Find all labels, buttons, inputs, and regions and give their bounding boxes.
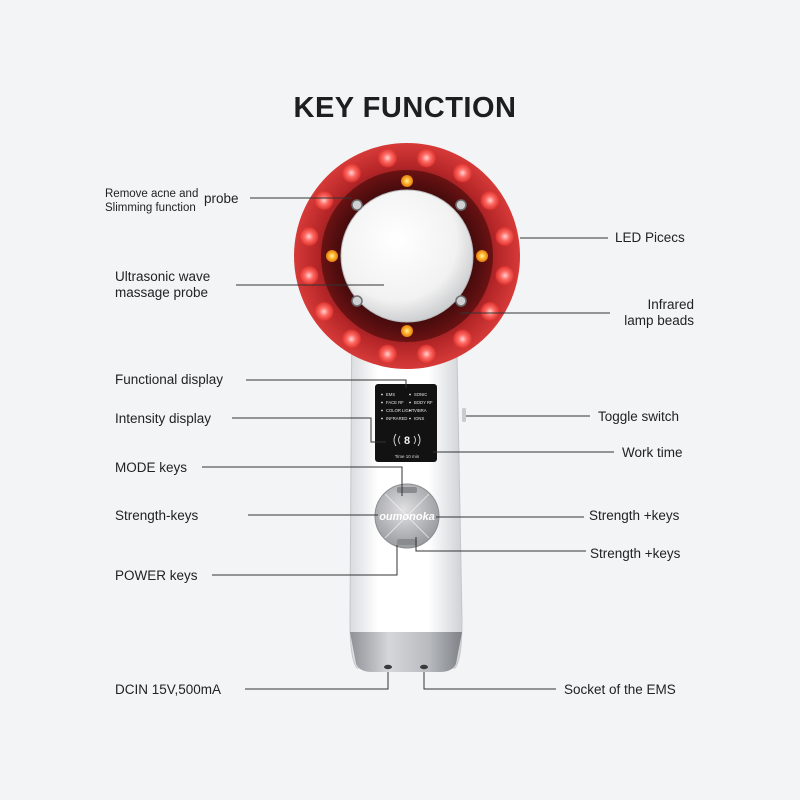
label-functional-display: Functional display <box>115 372 224 387</box>
led-bead <box>378 344 397 364</box>
dc-port <box>384 664 392 670</box>
led-bead <box>453 329 473 349</box>
bottom-cap <box>350 632 462 672</box>
led-bead <box>314 302 334 322</box>
display-panel <box>375 384 437 462</box>
label-dcin: DCIN 15V,500mA <box>115 682 222 697</box>
ultrasonic-probe <box>340 189 474 323</box>
led-bead <box>314 190 334 210</box>
led-bead <box>495 227 515 246</box>
mode-key[interactable] <box>397 487 417 493</box>
led-bead <box>417 344 436 364</box>
label-remove-acne-line1: Remove acne and <box>105 188 199 200</box>
display-item-ems: EMS <box>386 392 395 397</box>
probe-screws <box>351 199 467 307</box>
brand-logo: oumonoka <box>379 511 435 523</box>
label-infrared-line1: Infrared <box>647 297 694 312</box>
label-led-pieces: LED Picecs <box>615 230 685 245</box>
label-infrared-line2: lamp beads <box>624 313 694 328</box>
power-key[interactable] <box>397 539 417 545</box>
led-bead <box>453 163 473 183</box>
label-probe: probe <box>204 191 239 206</box>
label-power-keys: POWER keys <box>115 568 198 583</box>
infrared-bead <box>401 175 413 187</box>
display-item-color-light: COLOR LIGHT <box>386 408 415 413</box>
display-item-sonic: SONIC <box>414 392 427 397</box>
led-bead <box>299 227 319 246</box>
display-item-ions: IONS <box>414 416 424 421</box>
infrared-bead <box>401 325 413 337</box>
label-ultrasonic: Ultrasonic wave massage probe <box>115 269 210 301</box>
label-socket-ems: Socket of the EMS <box>564 682 676 697</box>
leader-lines <box>202 197 614 690</box>
led-bead <box>341 329 361 349</box>
display-item-vibra: VIBRA <box>414 408 427 413</box>
display-item-face-rf: FACE RF <box>386 400 404 405</box>
label-work-time: Work time <box>622 445 683 460</box>
led-bead <box>480 302 500 322</box>
intensity-wave-icon <box>393 433 421 447</box>
infrared-bead <box>326 250 338 262</box>
led-bead <box>378 148 397 168</box>
intensity-digit: 8 <box>404 435 410 447</box>
label-strength-plus-1: Strength +keys <box>589 508 680 523</box>
label-ultrasonic-line2: massage probe <box>115 285 209 300</box>
label-remove-acne: Remove acne and Slimming function <box>105 187 198 215</box>
display-item-body-rf: BODY RF <box>414 400 433 405</box>
infrared-bead <box>476 250 488 262</box>
infrared-beads <box>326 175 488 337</box>
led-bead <box>480 190 500 210</box>
label-intensity-display: Intensity display <box>115 411 212 426</box>
label-infrared: Infrared lamp beads <box>600 297 694 329</box>
led-bead <box>341 163 361 183</box>
led-bead <box>495 266 515 285</box>
display-bullets <box>381 393 411 420</box>
led-beads <box>299 148 515 364</box>
display-item-infrared: INFRARED <box>386 416 407 421</box>
toggle-switch[interactable] <box>462 408 466 422</box>
label-mode-keys: MODE keys <box>115 460 188 475</box>
page-title: KEY FUNCTION <box>293 92 517 124</box>
led-bead <box>299 266 319 285</box>
label-strength-minus: Strength-keys <box>115 508 199 523</box>
led-bead <box>417 148 436 168</box>
label-toggle-switch: Toggle switch <box>598 409 680 424</box>
label-remove-acne-line2: Slimming function <box>105 202 196 214</box>
ems-socket <box>420 664 428 670</box>
label-strength-plus-2: Strength +keys <box>590 546 681 561</box>
time-text: Time 10 min <box>395 454 420 459</box>
label-ultrasonic-line1: Ultrasonic wave <box>115 269 211 284</box>
